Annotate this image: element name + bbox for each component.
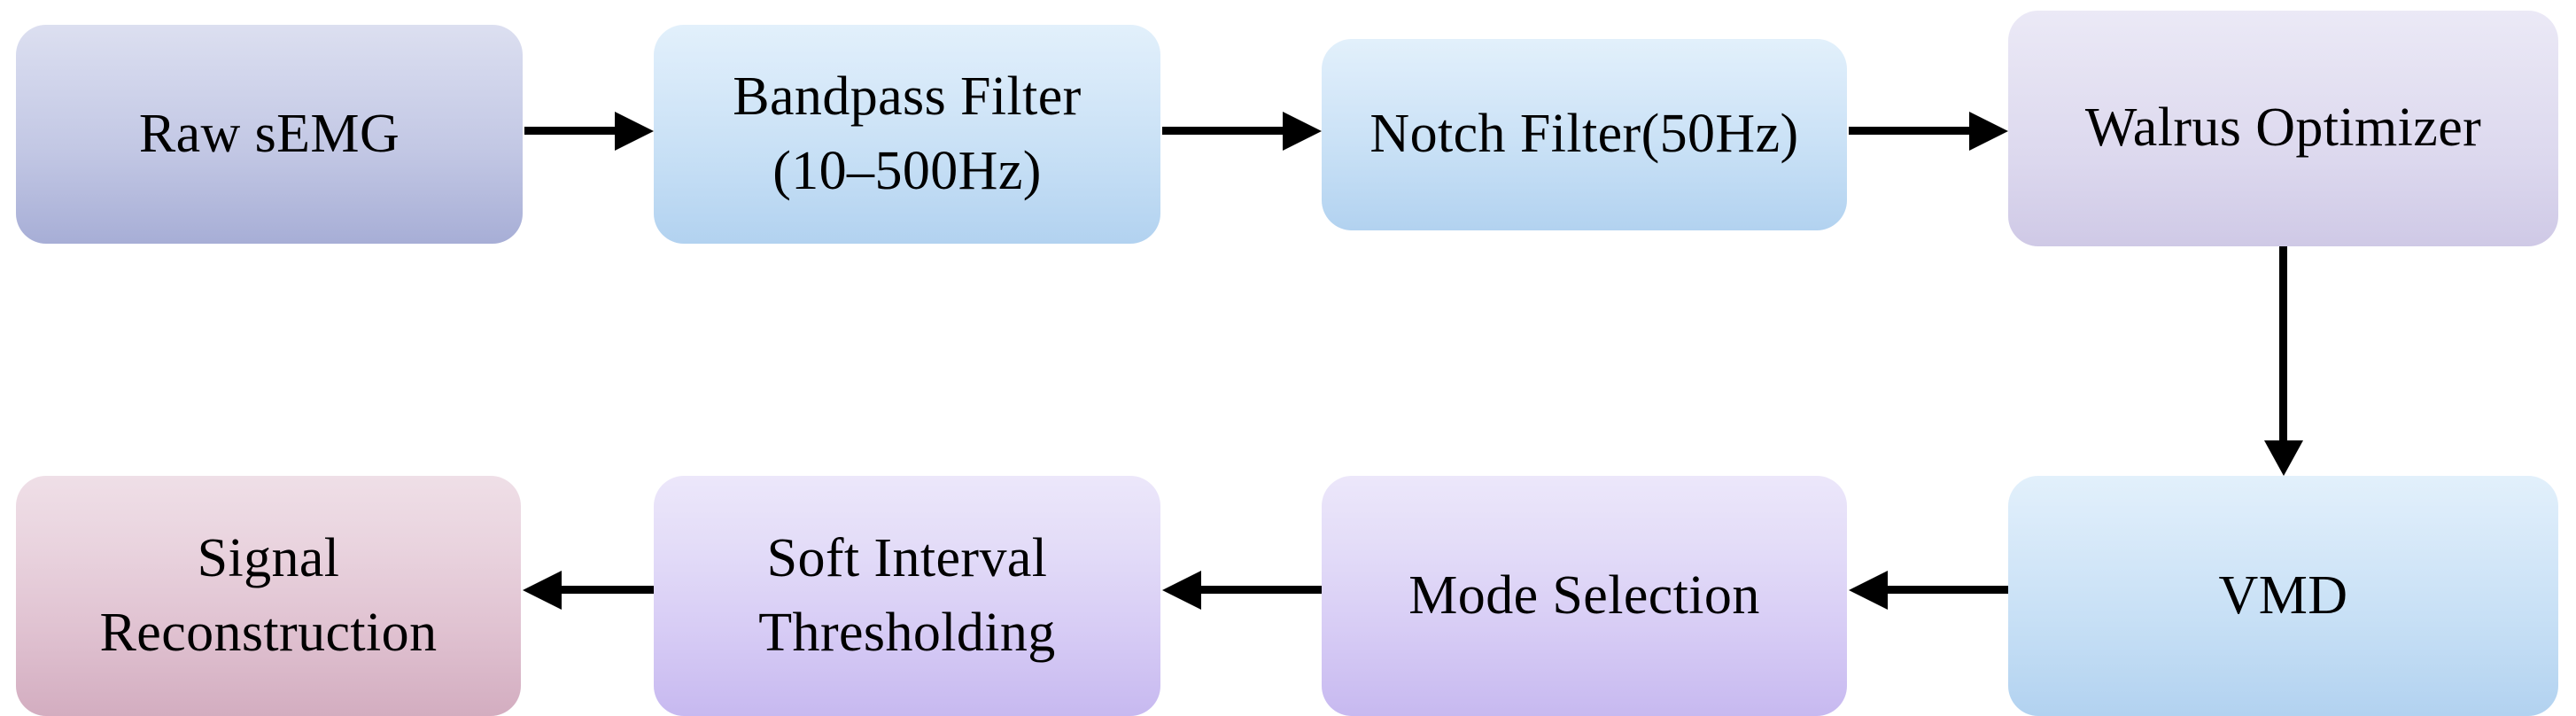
node-mode-selection-label: Mode Selection: [1334, 559, 1835, 633]
arrow-soft-interval-thresholding-to-signal-reconstruction: [523, 571, 654, 610]
node-signal-reconstruction-label: Signal Reconstruction: [28, 522, 508, 669]
arrow-head-down-icon: [2264, 440, 2303, 476]
node-bandpass-filter-line-2: (10–500Hz): [772, 140, 1042, 201]
node-bandpass-filter[interactable]: Bandpass Filter (10–500Hz): [654, 25, 1160, 244]
node-bandpass-filter-line-1: Bandpass Filter: [733, 66, 1082, 128]
arrow-shaft: [524, 127, 617, 135]
node-mode-selection-line-1: Mode Selection: [1408, 564, 1760, 626]
node-raw-semg-label: Raw sEMG: [28, 97, 510, 171]
arrow-bandpass-filter-to-notch-filter: [1162, 112, 1322, 151]
node-mode-selection[interactable]: Mode Selection: [1322, 476, 1847, 716]
node-walrus-optimizer-line-1: Walrus Optimizer: [2084, 97, 2482, 159]
arrow-walrus-optimizer-to-vmd: [2264, 246, 2303, 476]
node-raw-semg[interactable]: Raw sEMG: [16, 25, 523, 244]
arrow-shaft: [1849, 127, 1971, 135]
node-signal-reconstruction[interactable]: Signal Reconstruction: [16, 476, 521, 716]
arrow-shaft: [560, 586, 654, 594]
node-notch-filter-line-1: Notch Filter(50Hz): [1369, 104, 1799, 165]
node-vmd[interactable]: VMD: [2008, 476, 2558, 716]
node-soft-interval-thresholding[interactable]: Soft Interval Thresholding: [654, 476, 1160, 716]
arrow-shaft: [2279, 246, 2287, 443]
node-raw-semg-line-1: Raw sEMG: [138, 103, 400, 164]
node-notch-filter-label: Notch Filter(50Hz): [1334, 97, 1835, 171]
arrow-raw-semg-to-bandpass-filter: [524, 112, 654, 151]
arrow-head-left-icon: [1849, 571, 1888, 610]
node-vmd-line-1: VMD: [2218, 564, 2348, 626]
node-notch-filter[interactable]: Notch Filter(50Hz): [1322, 39, 1847, 230]
arrow-head-right-icon: [615, 112, 654, 151]
node-signal-reconstruction-line-2: Reconstruction: [99, 602, 438, 663]
node-soft-interval-thresholding-label: Soft Interval Thresholding: [666, 522, 1148, 669]
arrow-shaft: [1162, 127, 1284, 135]
node-walrus-optimizer-label: Walrus Optimizer: [2021, 91, 2546, 165]
arrow-notch-filter-to-walrus-optimizer: [1849, 112, 2008, 151]
node-soft-interval-thresholding-line-2: Thresholding: [758, 602, 1056, 663]
node-bandpass-filter-label: Bandpass Filter (10–500Hz): [666, 60, 1148, 207]
arrow-head-right-icon: [1283, 112, 1322, 151]
arrow-shaft: [1199, 586, 1322, 594]
arrow-head-left-icon: [523, 571, 562, 610]
arrow-head-right-icon: [1969, 112, 2008, 151]
node-soft-interval-thresholding-line-1: Soft Interval: [766, 528, 1048, 589]
arrow-mode-selection-to-soft-interval-thresholding: [1162, 571, 1322, 610]
node-vmd-label: VMD: [2021, 559, 2546, 633]
arrow-head-left-icon: [1162, 571, 1201, 610]
node-walrus-optimizer[interactable]: Walrus Optimizer: [2008, 11, 2558, 246]
arrow-vmd-to-mode-selection: [1849, 571, 2008, 610]
node-signal-reconstruction-line-1: Signal: [197, 528, 340, 589]
arrow-shaft: [1886, 586, 2008, 594]
